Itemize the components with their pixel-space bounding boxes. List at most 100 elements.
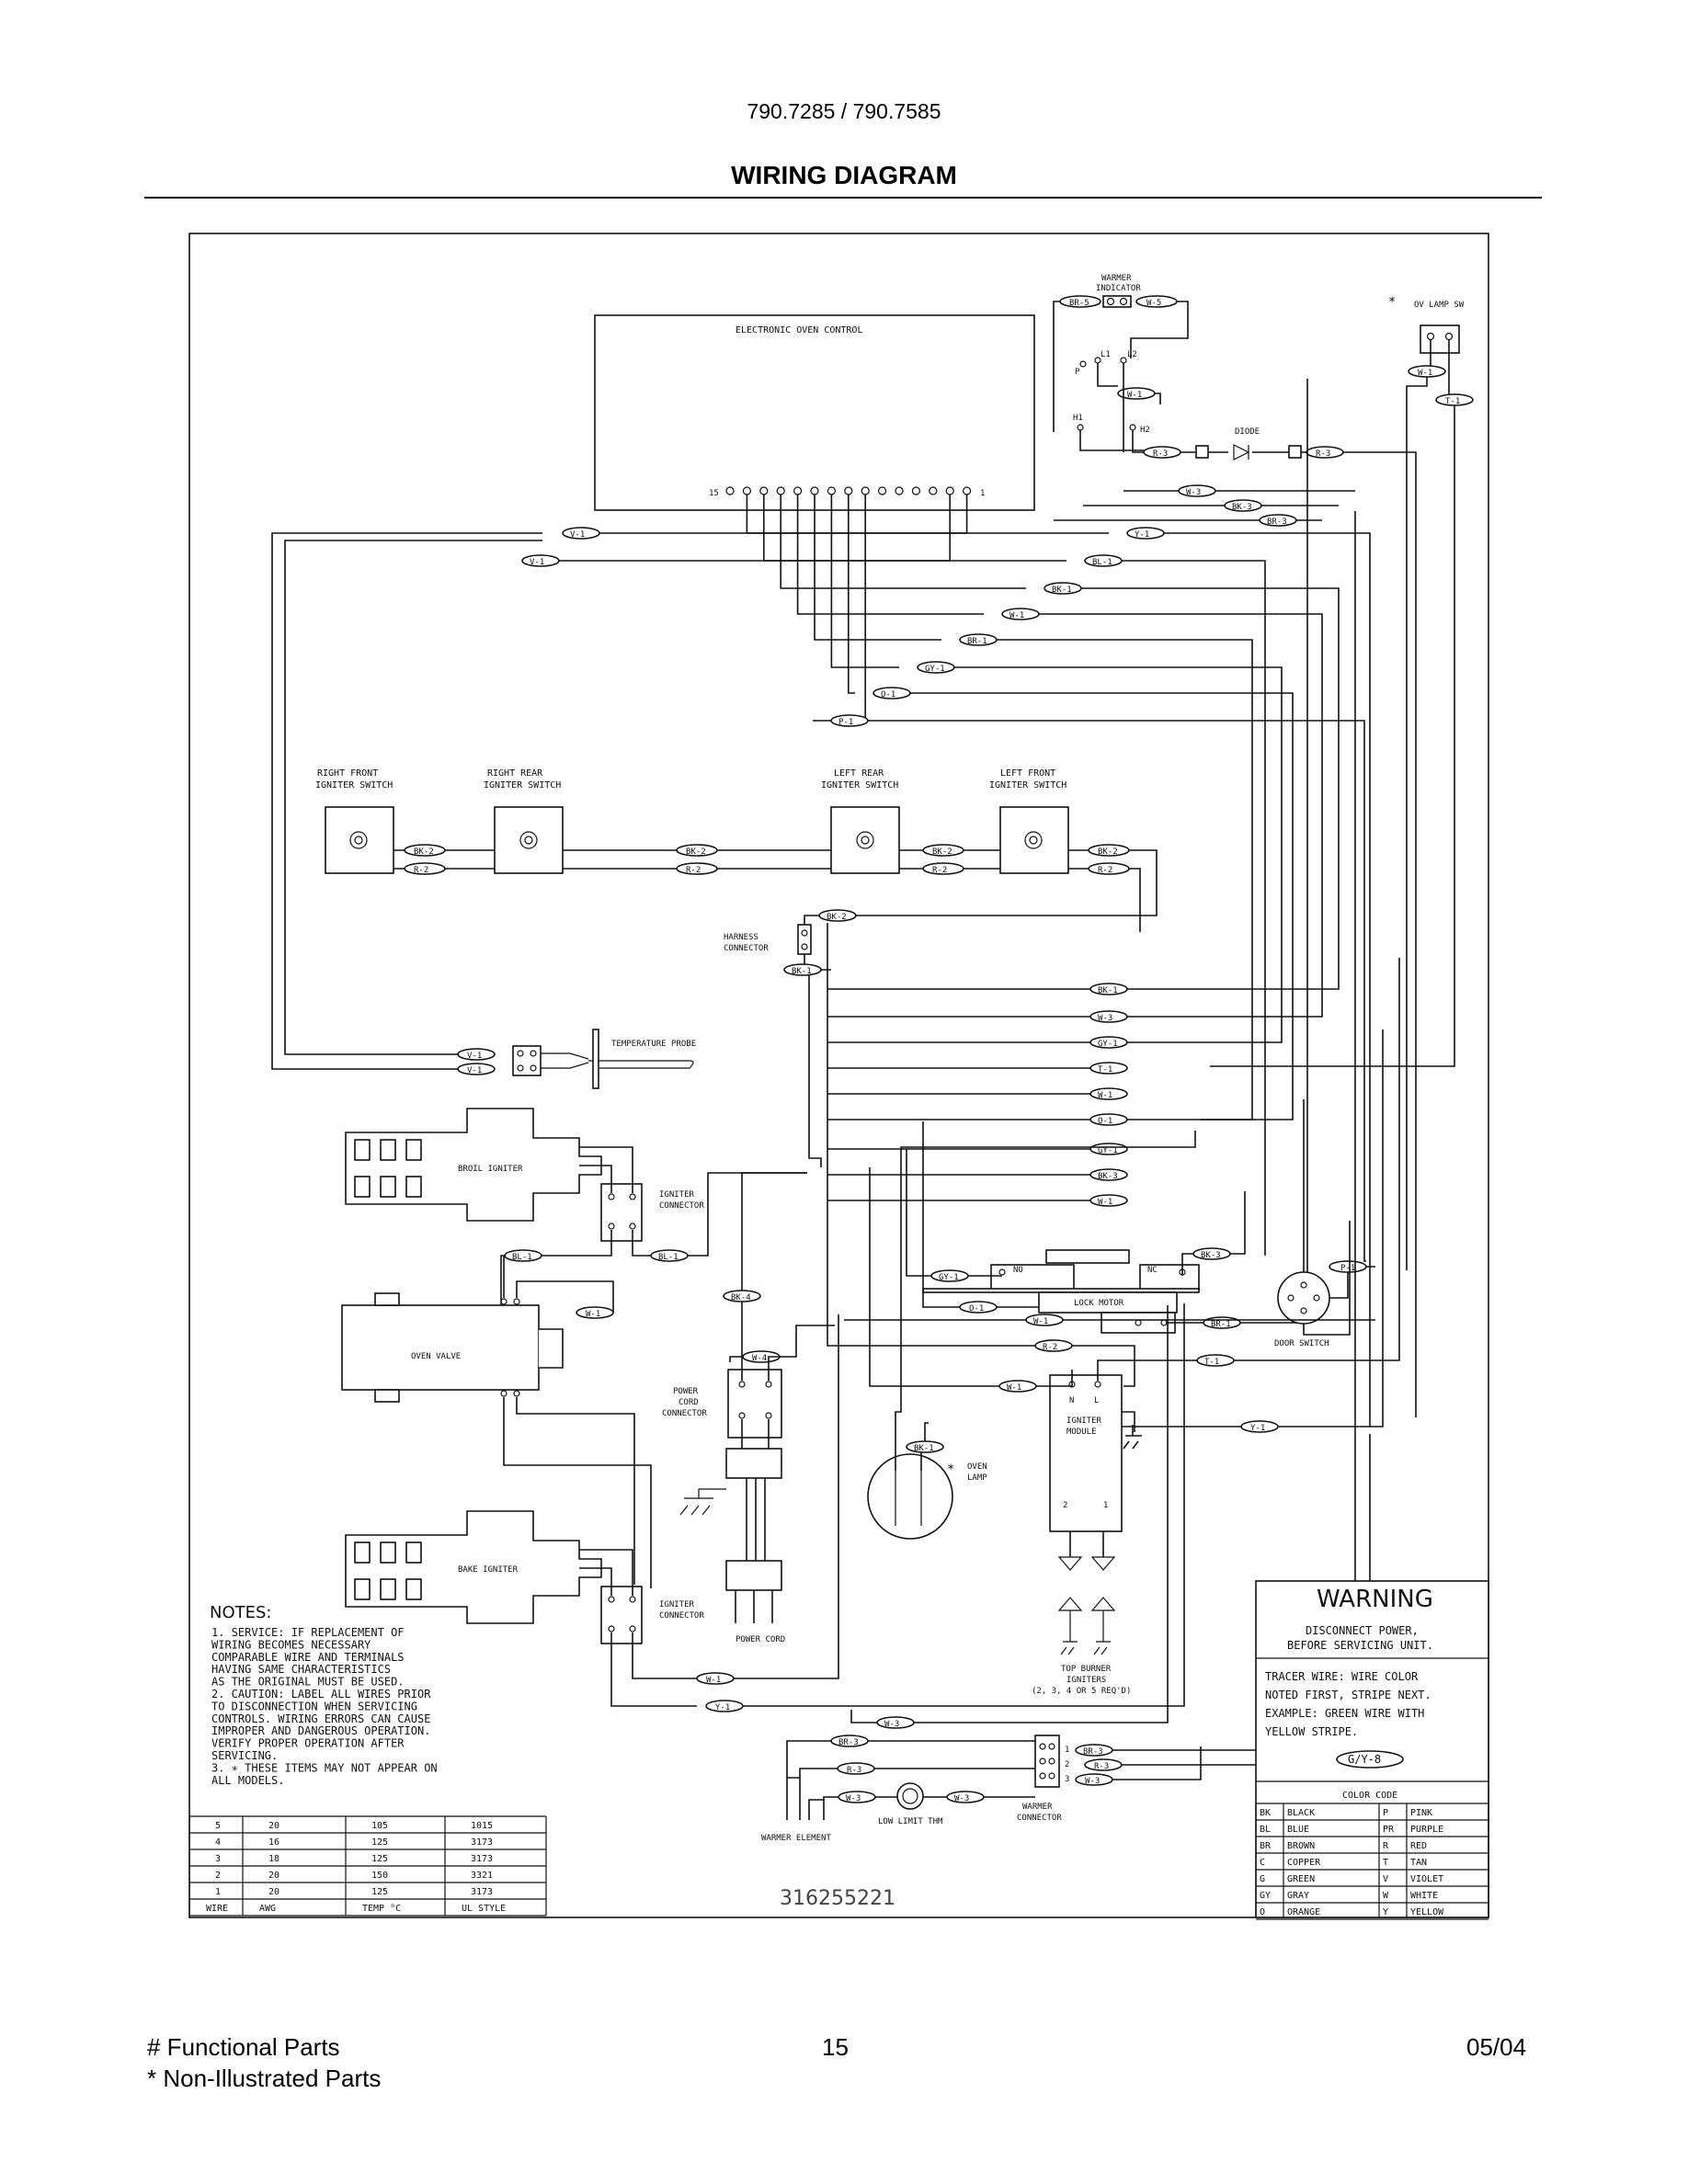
svg-text:OVEN: OVEN [967,1462,987,1472]
right-front-igniter-switch [325,806,394,874]
control-wire [763,495,1266,1256]
wire-tag [922,844,964,857]
eoc-terminal [877,486,887,495]
color-code-cell: GRAY [1287,1891,1309,1901]
svg-text:NOTED FIRST, STRIPE NEXT.: NOTED FIRST, STRIPE NEXT. [1265,1689,1431,1701]
wire-tag [1084,554,1123,567]
igniter-module: N L IGNITER MODULE 2 1 W-1 W-1 R-2 T-1 Y… [827,923,1400,1696]
wire-tag-label: BK-3 [1232,503,1252,512]
wire-tag-label: BK-2 [414,847,434,857]
note-line: AS THE ORIGINAL MUST BE USED. [211,1676,405,1689]
color-code-cell: PURPLE [1410,1825,1443,1835]
svg-text:IGNITER: IGNITER [1066,1416,1102,1426]
eoc-terminal [929,486,938,495]
color-code-cell: Y [1383,1907,1388,1917]
wire-tag [562,527,600,540]
page-number: 15 [822,2033,849,2061]
svg-text:W-4: W-4 [752,1354,767,1363]
svg-text:BR-3: BR-3 [838,1738,859,1747]
wire-table-cell: 16 [268,1837,279,1848]
wire-tag [917,661,955,674]
control-wire [848,495,1294,1120]
svg-text:∗: ∗ [947,1460,954,1474]
wire-tag [1089,1036,1128,1049]
wire-table-cell: 20 [268,1887,279,1897]
svg-text:∗: ∗ [1388,292,1396,307]
svg-text:WARNING: WARNING [1317,1586,1433,1613]
svg-text:Y-1: Y-1 [715,1703,730,1712]
svg-text:MODULE: MODULE [1066,1428,1097,1437]
svg-text:CORD: CORD [679,1398,699,1407]
svg-text:TOP BURNER: TOP BURNER [1061,1665,1112,1674]
wire-tag-label: O-1 [881,690,895,700]
svg-text:BR-5: BR-5 [1069,299,1089,308]
svg-text:P: P [1075,368,1080,377]
wire-tag-label: BK-2 [686,847,706,857]
wire-tag-label: BR-1 [967,637,987,646]
wire-table-cell: 125 [371,1887,388,1897]
svg-text:BK-3: BK-3 [1201,1251,1221,1260]
wire-tag-label: R-2 [932,866,947,875]
wire-tag-label: T-1 [1098,1065,1112,1075]
svg-text:IGNITER: IGNITER [659,1600,695,1610]
wire-tag-label: GY-1 [1098,1040,1118,1049]
wire-tag-label: BK-1 [1052,586,1072,595]
svg-text:L2: L2 [1127,350,1137,359]
wire-tag [1089,1010,1128,1023]
svg-text:BK-2: BK-2 [827,913,847,922]
control-wire [1054,490,1355,521]
svg-text:CONNECTOR: CONNECTOR [1017,1814,1062,1823]
wire-table-header: AWG [259,1904,276,1914]
wire-tag-label: W-3 [1186,488,1201,497]
color-code-cell: BLACK [1287,1808,1315,1818]
color-code-cell: C [1260,1858,1265,1868]
svg-text:NC: NC [1147,1266,1158,1275]
wire-tag-label: R-2 [414,866,428,875]
svg-text:BAKE IGNITER: BAKE IGNITER [458,1565,519,1575]
wire-tag-label: O-1 [1098,1117,1112,1126]
wire-tag [1089,1062,1128,1075]
color-code-cell: V [1383,1874,1388,1884]
color-code-cell: BROWN [1287,1841,1315,1851]
color-code-cell: ORANGE [1287,1907,1320,1917]
color-code-cell: GREEN [1287,1874,1315,1884]
wire-tag-label: BK-2 [1098,847,1118,857]
note-line: TO DISCONNECTION WHEN SERVICING [211,1700,417,1712]
wire-tag [1089,1168,1128,1181]
svg-text:YELLOW STRIPE.: YELLOW STRIPE. [1265,1725,1358,1738]
wire-tag-label: R-2 [686,866,701,875]
wire-tag [959,633,998,646]
svg-text:EXAMPLE: GREEN WIRE WITH: EXAMPLE: GREEN WIRE WITH [1265,1707,1424,1720]
svg-text:BL-1: BL-1 [512,1253,532,1262]
svg-text:IGNITER SWITCH: IGNITER SWITCH [315,780,393,791]
svg-text:BROIL IGNITER: BROIL IGNITER [458,1165,523,1174]
wire-tag [1089,1087,1128,1100]
wire-table-cell: 20 [268,1821,279,1831]
note-line: WIRING BECOMES NECESSARY [211,1638,371,1651]
svg-text:LEFT REAR: LEFT REAR [834,768,884,779]
wire-tag-label: R-2 [1098,866,1112,875]
svg-text:DIODE: DIODE [1235,427,1260,437]
note-line: 1. SERVICE: IF REPLACEMENT OF [211,1626,405,1639]
svg-text:LOCK MOTOR: LOCK MOTOR [1074,1299,1124,1308]
svg-text:IGNITER SWITCH: IGNITER SWITCH [821,780,898,791]
wire-table-cell: 125 [371,1854,388,1864]
svg-text:OV LAMP SW: OV LAMP SW [1414,301,1465,310]
page-title: WIRING DIAGRAM [731,161,957,189]
svg-text:T-1: T-1 [1204,1358,1219,1367]
electronic-oven-control: ELECTRONIC OVEN CONTROL 15 1 [594,314,1035,511]
wire-tag [873,687,911,700]
warmer-indicator: WARMER INDICATOR BR-5 W-5 [1053,274,1189,432]
eoc-terminal [895,486,904,495]
header-rule [144,197,1542,199]
wire-tag [1089,1113,1128,1126]
svg-text:TEMPERATURE PROBE: TEMPERATURE PROBE [611,1040,696,1049]
svg-text:N: N [1069,1396,1074,1405]
wire-table-cell: 2 [215,1871,221,1881]
wire-tag-label: W-1 [1098,1198,1112,1207]
svg-text:1: 1 [1065,1746,1069,1755]
color-code-cell: BLUE [1287,1825,1309,1835]
svg-text:BK-1: BK-1 [792,967,812,976]
wire-tag-label: BR-3 [1267,518,1287,527]
wire-table-cell: 3321 [471,1871,493,1881]
